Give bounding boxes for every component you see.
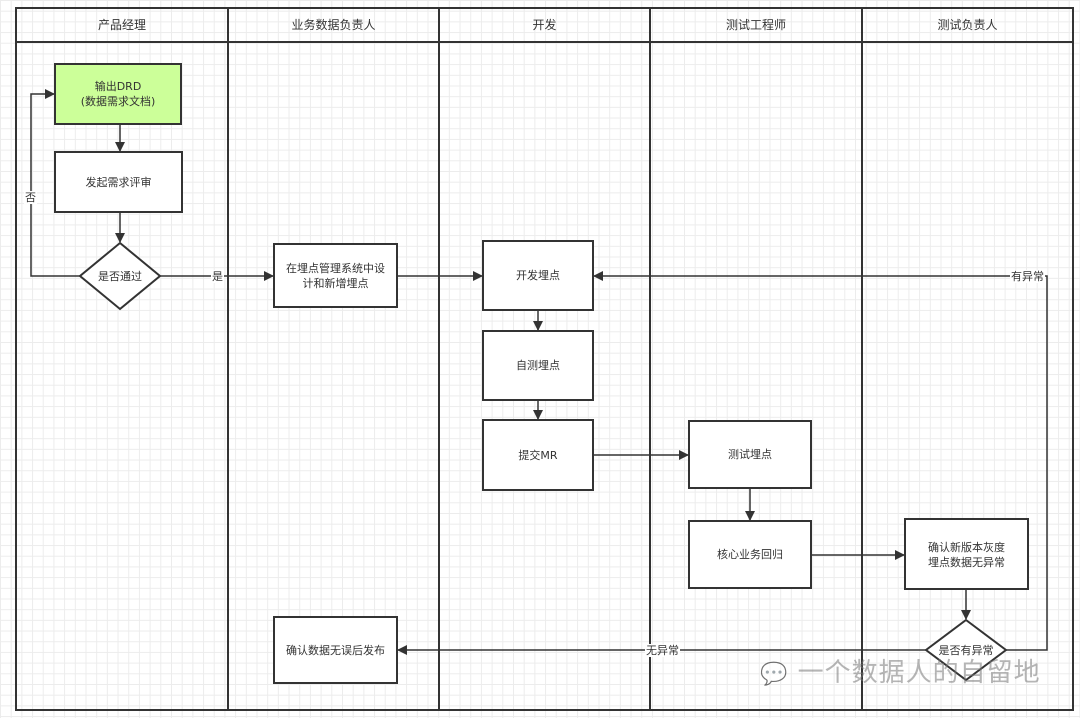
lane-header-qa-lead: 测试负责人 [937,18,998,32]
edge-label-yes: 是 [211,270,224,283]
node-dev-points [482,240,594,311]
node-regression-label: 核心业务回归 [717,548,783,561]
lane-header-data-owner: 业务数据负责人 [291,18,376,32]
node-self-test [482,330,594,401]
node-test-points-label: 测试埋点 [728,448,772,461]
node-passed-decision [78,241,162,311]
node-confirm-gray-label: 确认新版本灰度 埋点数据无异常 [928,541,1005,569]
wechat-icon: 💬 [760,662,789,687]
node-release-label: 确认数据无误后发布 [286,644,385,657]
node-output-drd-label: 输出DRD (数据需求文档) [80,80,156,108]
node-self-test-label: 自测埋点 [516,359,560,372]
watermark-text: 一个数据人的自留地 [797,658,1041,688]
node-release [273,616,398,684]
node-output-drd [54,63,182,125]
edge-anomaly [593,271,1048,651]
node-anomaly-label: 是否有异常 [938,644,994,657]
node-anomaly-decision [924,618,1008,682]
node-test-points [688,420,812,489]
node-submit-mr-label: 提交MR [518,449,558,462]
node-design-points-label: 在埋点管理系统中设 计和新增埋点 [286,262,385,290]
node-design-points [273,243,398,308]
lane-header-dev: 开发 [532,18,557,32]
diagram-frame [15,7,1074,711]
node-review [54,151,183,213]
node-passed-label: 是否通过 [98,270,142,283]
node-dev-points-label: 开发埋点 [516,269,560,282]
watermark: 💬 一个数据人的自留地 [760,652,1041,689]
lane-header-qa: 测试工程师 [725,18,786,32]
edge-label-no: 否 [24,191,37,204]
node-review-label: 发起需求评审 [85,176,152,189]
node-submit-mr [482,419,594,491]
edge-no [30,89,80,277]
edge-label-no-anomaly: 无异常 [645,644,680,657]
edge-label-anomaly: 有异常 [1010,270,1045,283]
node-confirm-gray [904,518,1029,590]
lane-header-pm: 产品经理 [97,18,146,32]
node-regression [688,520,812,589]
